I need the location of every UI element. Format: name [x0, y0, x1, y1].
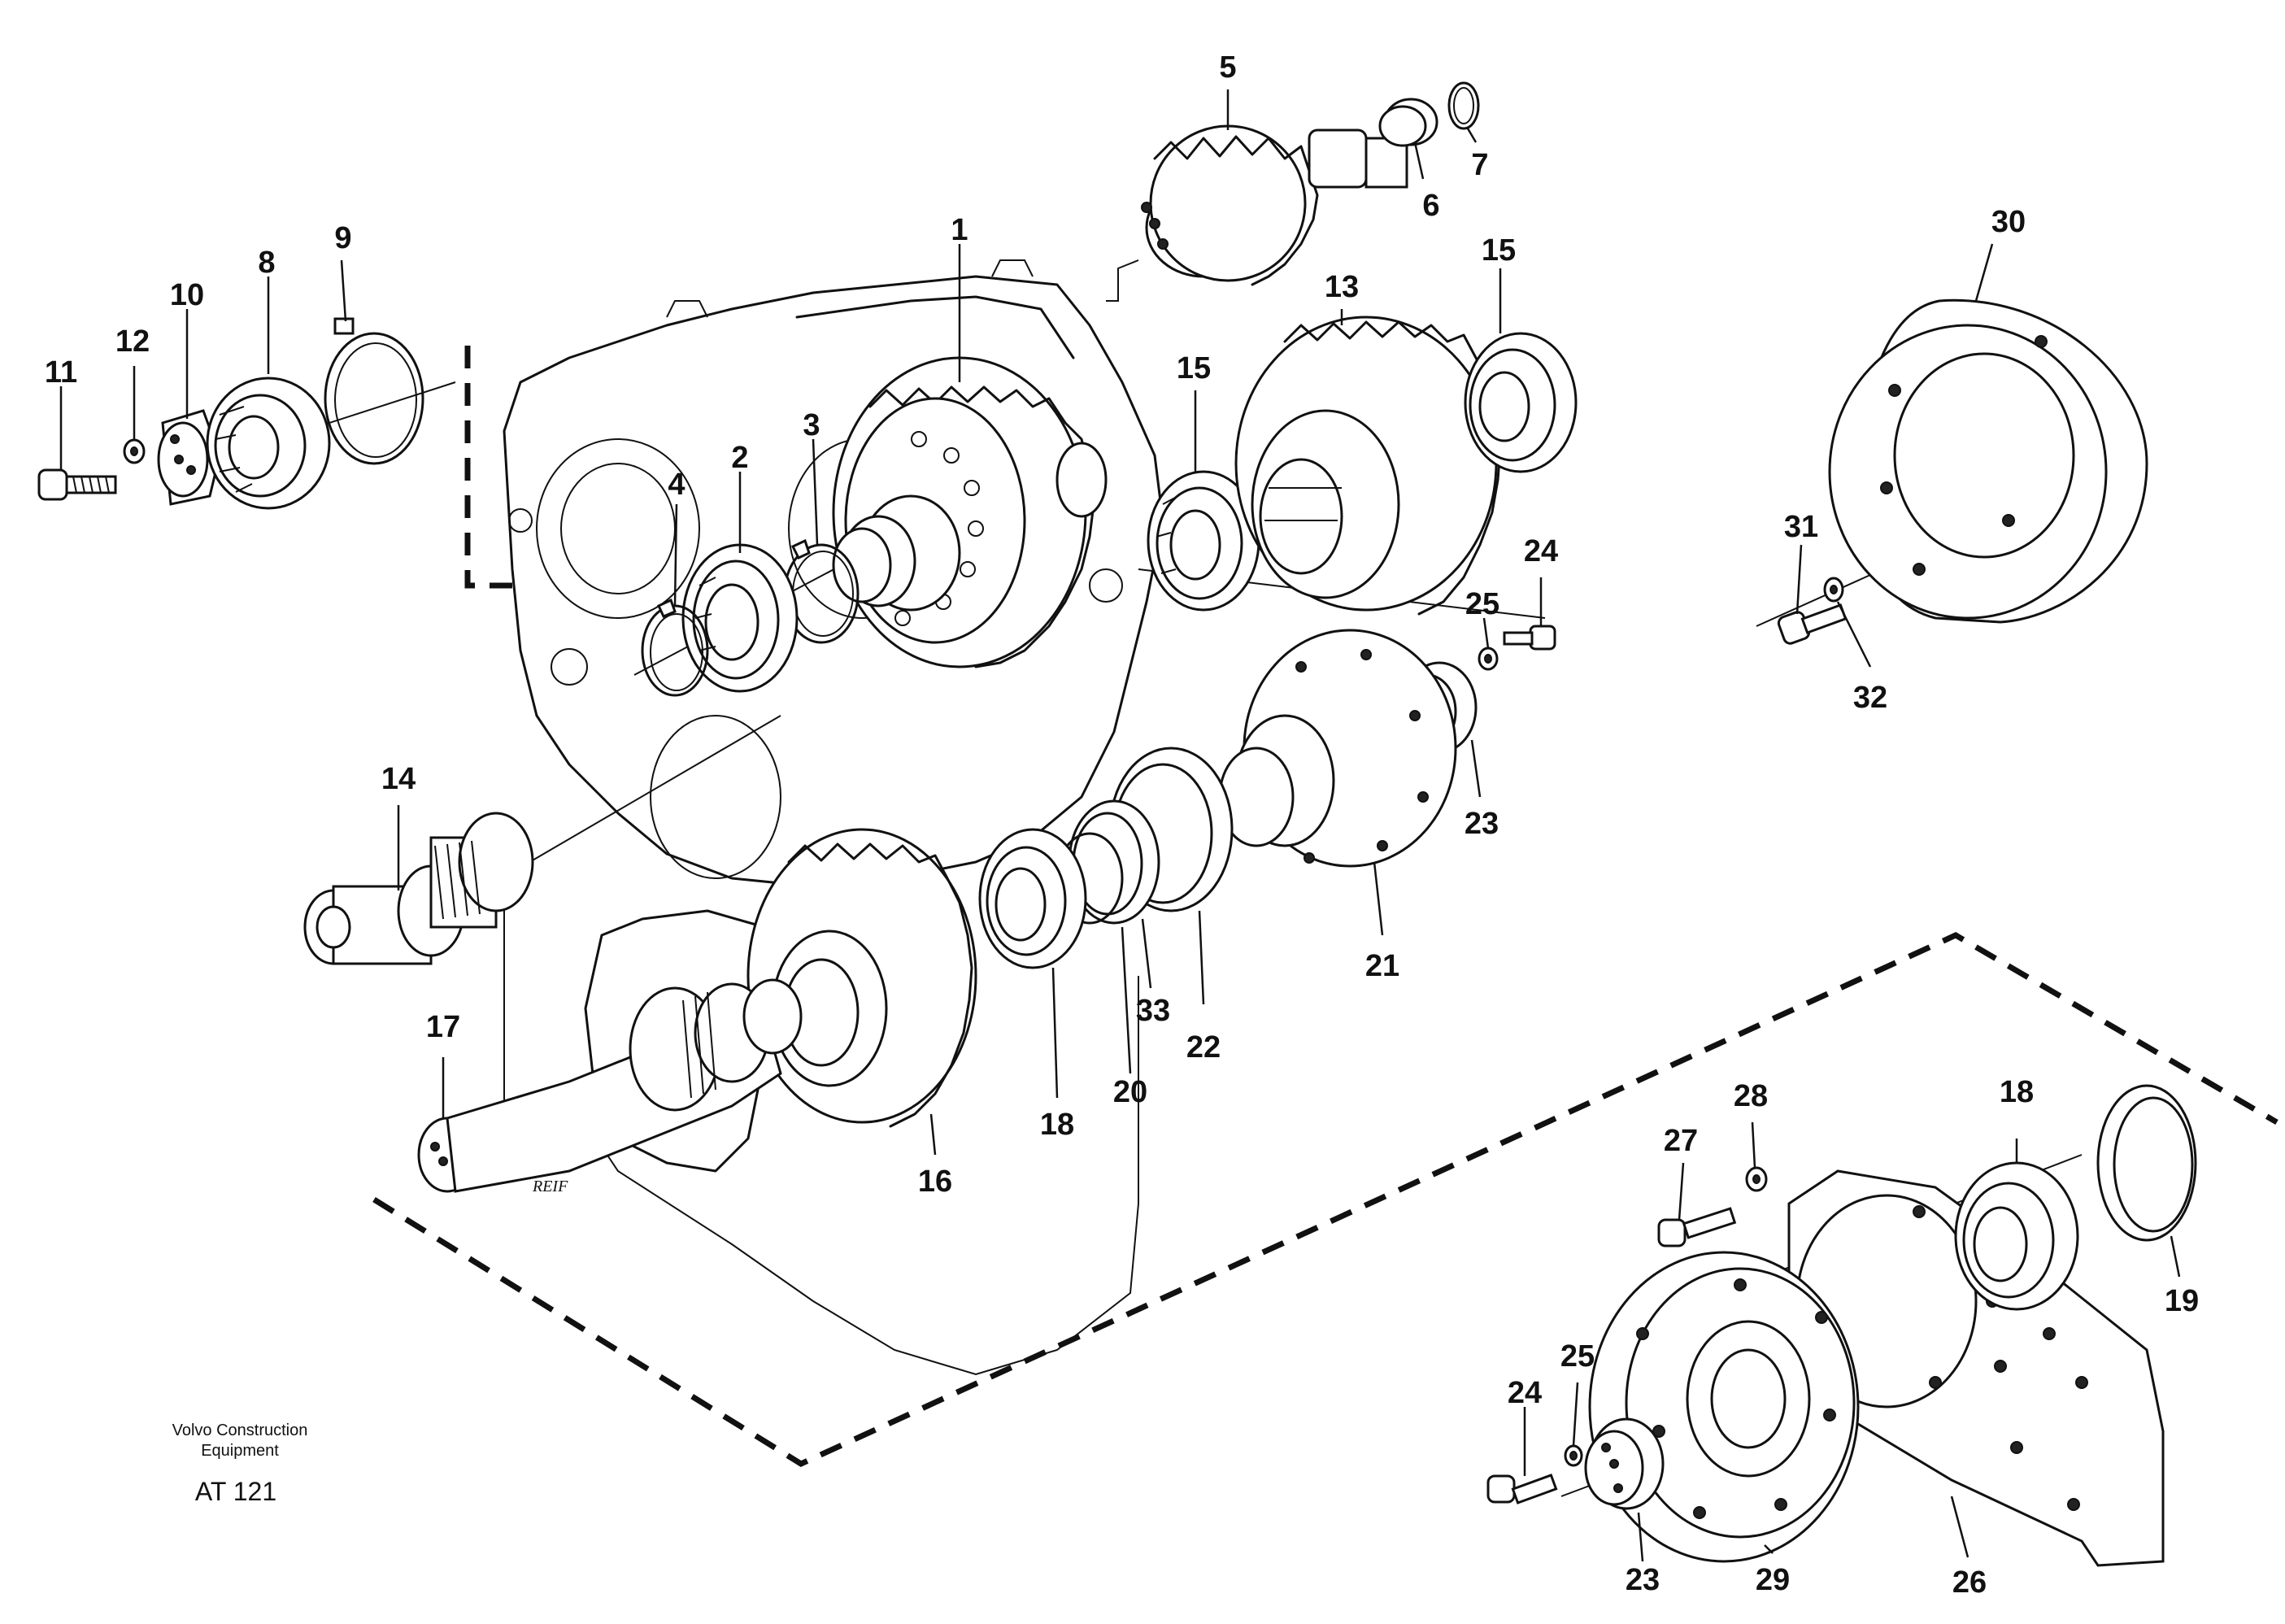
- callout-5: 5: [1219, 50, 1236, 85]
- bearing-2: [681, 543, 799, 693]
- callout-14: 14: [381, 762, 416, 796]
- spacer-33: [1068, 799, 1160, 925]
- bearing-15-right: [1464, 332, 1578, 473]
- callout-23-lower: 23: [1626, 1563, 1660, 1597]
- bolt-24-upper: [1503, 625, 1556, 651]
- o-ring-top: [1447, 81, 1480, 130]
- shaft-marking: REIF: [532, 1178, 568, 1195]
- callout-1: 1: [951, 213, 968, 247]
- bearing-15-left: [1147, 470, 1260, 612]
- callout-6: 6: [1422, 189, 1439, 223]
- gearbox-housing: [503, 259, 1164, 1173]
- dashed-routing: [372, 346, 2278, 1467]
- callout-13: 13: [1325, 270, 1359, 304]
- washer-upper-left: [123, 438, 146, 464]
- callout-labels: 1 2 3 4 5 6 7 8 9 10 11 12 13 14 15 15 1…: [45, 50, 2199, 1600]
- caption-block: Volvo Construction Equipment AT 121: [172, 1422, 308, 1506]
- callout-11: 11: [45, 355, 77, 390]
- callout-23-upper: 23: [1465, 807, 1499, 841]
- callout-4: 4: [668, 468, 685, 502]
- bolt-24-lower: [1486, 1474, 1558, 1504]
- callout-17: 17: [426, 1010, 460, 1044]
- output-shaft-17: [417, 978, 803, 1193]
- callout-3: 3: [803, 408, 820, 442]
- bolt-upper-left: [37, 468, 117, 501]
- ball-bearing-upper-left: [206, 377, 331, 510]
- callout-31: 31: [1784, 510, 1818, 544]
- callout-15-left: 15: [1177, 351, 1211, 385]
- bolt-31: [1777, 603, 1848, 645]
- bearing-18-middle: [978, 828, 1087, 969]
- washer-28: [1745, 1166, 1768, 1192]
- callout-21: 21: [1365, 949, 1399, 983]
- callout-24-upper: 24: [1524, 534, 1558, 568]
- callout-25-upper: 25: [1465, 587, 1499, 621]
- callout-12: 12: [115, 324, 150, 359]
- retaining-ring-upper-left: [324, 317, 424, 465]
- callout-28: 28: [1734, 1079, 1768, 1113]
- pinion-shaft-top: [1141, 124, 1408, 286]
- cover-30: [1828, 298, 2148, 624]
- callout-22: 22: [1186, 1030, 1221, 1065]
- callout-2: 2: [731, 441, 748, 475]
- cap-23-lower: [1584, 1417, 1665, 1510]
- caption-line1: Volvo Construction: [172, 1422, 308, 1439]
- seal-ring-19: [2096, 1084, 2197, 1242]
- callout-19: 19: [2165, 1284, 2199, 1318]
- callout-18-middle: 18: [1040, 1108, 1074, 1142]
- main-gear: [832, 356, 1108, 668]
- pinion-end-cap: [1378, 98, 1438, 147]
- callout-30: 30: [1991, 205, 2026, 239]
- bolt-27: [1657, 1207, 1737, 1247]
- figure-code: AT 121: [195, 1477, 276, 1506]
- callout-18-right: 18: [2000, 1075, 2034, 1109]
- callout-10: 10: [170, 278, 204, 312]
- callout-25-lower: 25: [1560, 1339, 1595, 1374]
- washer-25-lower: [1564, 1444, 1583, 1467]
- gear-13: [1234, 316, 1502, 616]
- caption-line2: Equipment: [201, 1442, 279, 1460]
- end-cap-upper-left: [157, 409, 221, 506]
- washer-32: [1823, 577, 1844, 603]
- shaft-14: [303, 812, 534, 965]
- flange-29: [1588, 1251, 1860, 1563]
- washer-25-upper: [1478, 647, 1499, 671]
- callout-7: 7: [1471, 148, 1488, 182]
- callout-16: 16: [918, 1165, 952, 1199]
- callout-8: 8: [258, 246, 275, 280]
- callout-32: 32: [1853, 681, 1887, 715]
- gear-16: [746, 828, 977, 1128]
- callout-29: 29: [1756, 1563, 1790, 1597]
- callout-leaders: [59, 89, 2181, 1562]
- callout-15-right: 15: [1482, 233, 1516, 268]
- callout-9: 9: [334, 221, 351, 255]
- callout-20: 20: [1113, 1075, 1147, 1109]
- callout-24-lower: 24: [1508, 1376, 1542, 1410]
- callout-26: 26: [1952, 1565, 1987, 1600]
- callout-27: 27: [1664, 1124, 1698, 1158]
- bearing-18-right: [1954, 1161, 2079, 1311]
- flange-21: [1218, 629, 1457, 868]
- callout-33: 33: [1136, 994, 1170, 1028]
